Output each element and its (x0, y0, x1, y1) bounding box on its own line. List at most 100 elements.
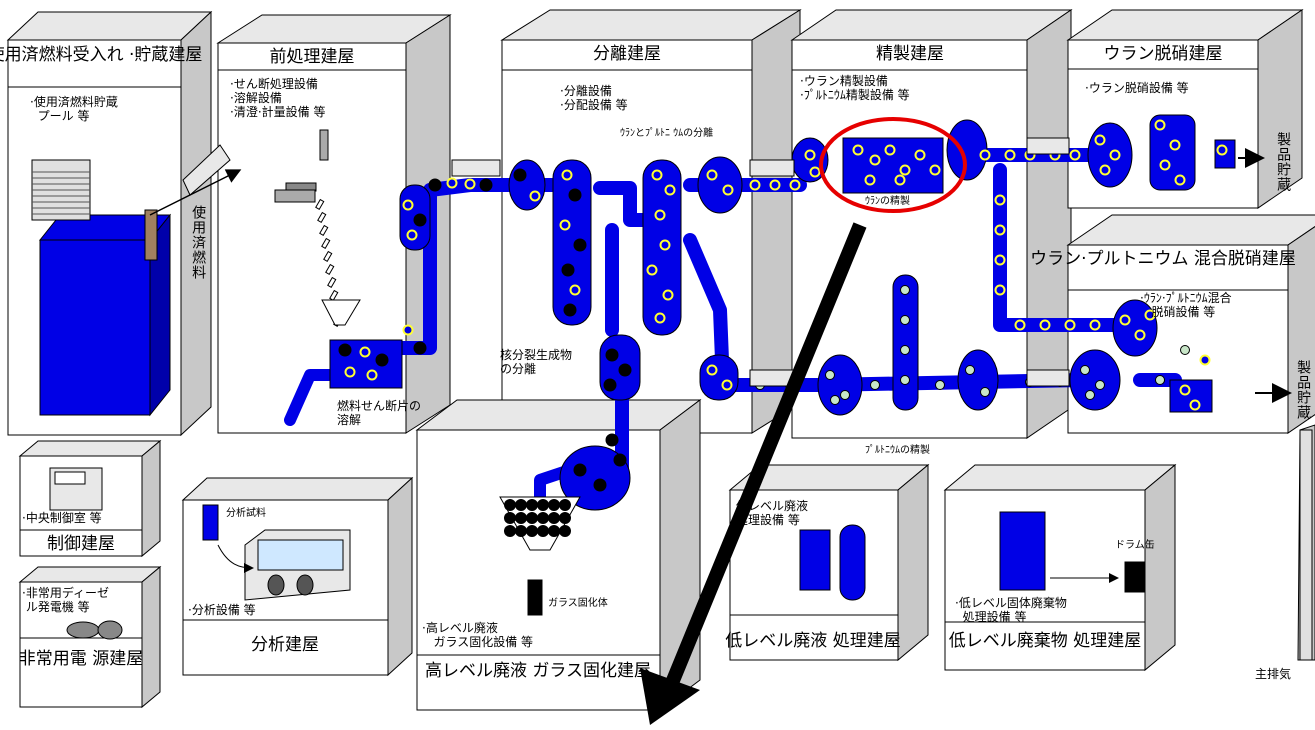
stack-title: 主排気 (1255, 667, 1292, 681)
u-denitration-title: ウラン脱硝建屋 (1103, 44, 1223, 64)
particle-marker (569, 284, 581, 296)
u-storage-label: 製品貯蔵 (1275, 132, 1292, 192)
particle-marker (646, 264, 658, 276)
fuel-chip (329, 289, 339, 302)
separation-title: 分離建屋 (593, 44, 661, 64)
spent-fuel-label: 使用済燃料 (190, 205, 207, 280)
particle-marker (464, 178, 476, 190)
building-mox-denitration-top (1066, 214, 1315, 246)
vit-bead (504, 512, 516, 524)
fuel-chip (319, 224, 329, 237)
particle-marker (1004, 149, 1016, 161)
particle-marker (593, 478, 607, 492)
particle-marker (1216, 144, 1228, 156)
particle-marker (375, 353, 389, 367)
particle-marker (479, 178, 493, 192)
particle-marker (1109, 149, 1121, 161)
building-emergency-power-side (141, 565, 161, 709)
particle-marker (852, 144, 864, 156)
control-screen (54, 471, 86, 485)
particle-marker (1085, 390, 1095, 400)
vit-bead (537, 499, 549, 511)
particle-marker (980, 387, 990, 397)
purification-title: 精製建屋 (876, 44, 944, 64)
u-denitration-equipment: ·ウラン脱硝設備 等 (1085, 81, 1189, 95)
big-arrow-shaft (658, 222, 867, 703)
analysis-equipment: ·分析設備 等 (188, 603, 256, 617)
vessel-sep-3 (697, 156, 743, 214)
building-control-side (141, 439, 161, 558)
pipe-sep-down2 (683, 233, 729, 367)
particle-marker (1199, 354, 1211, 366)
particle-marker (1154, 119, 1166, 131)
particle-marker (1069, 149, 1081, 161)
particle-marker (864, 174, 876, 186)
particle-marker (979, 149, 991, 161)
corridor-0 (451, 159, 501, 177)
particle-marker (359, 346, 371, 358)
building-low-solid-side (1144, 463, 1176, 672)
building-emergency-power-top (18, 566, 162, 583)
glove-port-2 (296, 574, 314, 596)
purification-equipment: ·ウラン精製設備 ·ﾌﾟﾙﾄﾆｳﾑ精製設備 等 (800, 74, 910, 102)
uranium-highlight-circle (819, 117, 967, 213)
shear-ram (319, 129, 329, 161)
mox-equipment: ·ｳﾗﾝ·ﾌﾟﾙﾄﾆｳﾑ混合 脱硝設備 等 (1140, 291, 1232, 319)
vit-bead (537, 525, 549, 537)
vit-bead (515, 499, 527, 511)
particle-marker (900, 345, 910, 355)
particle-marker (662, 289, 674, 301)
mox-storage-label: 製品貯蔵 (1295, 360, 1312, 420)
particle-marker (894, 174, 906, 186)
particle-marker (804, 149, 816, 161)
sample-vial (202, 504, 219, 541)
particle-marker (870, 380, 880, 390)
emergency-equipment: ·非常用ディーゼ ル発電機 等 (22, 586, 109, 614)
particle-marker (413, 341, 427, 355)
vessel-vit-feed (559, 445, 631, 511)
particle-marker (446, 177, 458, 189)
vit-product: ガラス固化体 (548, 598, 608, 609)
drum-label: ドラム缶 (1115, 540, 1155, 551)
separation-caption-fp: 核分裂生成物 の分離 (500, 348, 573, 376)
vessel-pu-1 (817, 354, 863, 416)
particle-marker (706, 364, 718, 376)
particle-marker (366, 369, 378, 381)
building-low-solid-top (943, 464, 1177, 491)
vessel-pu-2 (957, 349, 999, 411)
particle-marker (1180, 345, 1190, 355)
fuel-chip (323, 250, 333, 263)
particle-marker (1159, 159, 1171, 171)
particle-marker (914, 149, 926, 161)
low-solid-equipment: ·低レベル固体廃棄物 処理設備 等 (955, 596, 1067, 624)
low-solid-title: 低レベル廃棄物 処理建屋 (948, 631, 1142, 651)
particle-marker (1189, 399, 1201, 411)
particle-marker (749, 179, 761, 191)
particle-marker (1174, 174, 1186, 186)
particle-marker (994, 254, 1006, 266)
building-emergency-power-front (19, 581, 143, 708)
particle-marker (721, 379, 733, 391)
low-liquid-unit-1 (799, 529, 831, 591)
vessel-u-denitrator (1149, 114, 1196, 191)
particle-marker (900, 375, 910, 385)
particle-marker (1080, 365, 1090, 375)
fuel-chip (325, 263, 335, 276)
separation-caption-up: ｳﾗﾝとﾌﾟﾙﾄﾆ ｳﾑの分離 (620, 128, 714, 139)
particle-marker (900, 315, 910, 325)
fuel-chip (315, 198, 325, 211)
corridor-1 (749, 159, 795, 177)
pipe-dissolver-feed (284, 369, 336, 426)
generator-1 (66, 621, 100, 639)
fuel-chip (317, 211, 327, 224)
particle-marker (563, 303, 577, 317)
purification-caption-u: ｳﾗﾝの精製 (865, 196, 910, 207)
vit-title: 高レベル廃液 ガラス固化建屋 (424, 661, 652, 681)
particle-marker (561, 169, 573, 181)
particle-marker (1014, 319, 1026, 331)
particle-marker (603, 378, 617, 392)
particle-marker (789, 179, 801, 191)
shear-base (274, 189, 316, 203)
low-liquid-equipment: 低レベル廃液 処理設備 等 (736, 499, 809, 527)
